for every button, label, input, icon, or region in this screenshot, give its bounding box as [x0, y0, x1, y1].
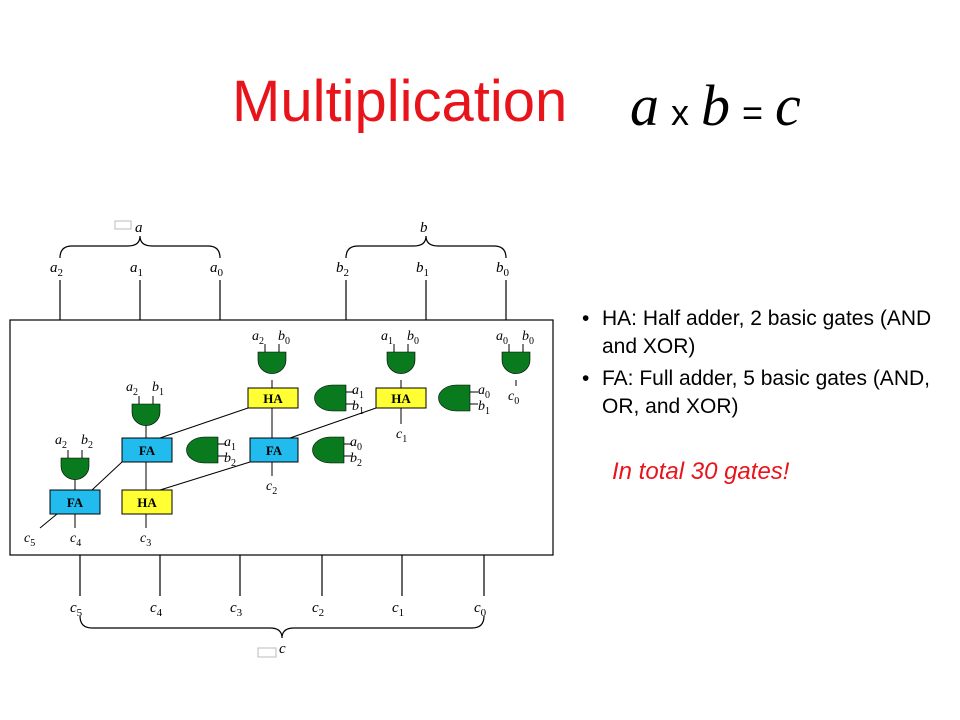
full-adder-3: FA	[49, 489, 101, 515]
and-gate	[131, 396, 161, 426]
and-gate	[438, 384, 478, 412]
input-wires	[59, 280, 507, 320]
output-wires	[79, 555, 485, 596]
full-adder-label: FA	[67, 495, 84, 510]
output-group-c-label: c	[279, 641, 286, 657]
note-half-adder: HA: Half adder, 2 basic gates (AND and X…	[580, 305, 950, 361]
full-adder-box	[249, 437, 299, 463]
half-adder-box	[247, 387, 299, 409]
full-adder-box	[121, 437, 173, 463]
gate-label-b: b0	[407, 329, 419, 347]
side-gate-label-b: b2	[224, 451, 236, 469]
and-gate	[60, 450, 90, 480]
half-adder-1: HA	[247, 387, 299, 409]
gate-label-a: a0	[496, 329, 508, 347]
interconnect-wires	[39, 380, 517, 529]
half-adder-box	[121, 489, 173, 515]
full-adder-label: FA	[266, 443, 283, 458]
gate-label-b: b2	[81, 433, 93, 451]
output-label: c2	[312, 600, 324, 619]
circuit-frame	[9, 319, 554, 556]
note-full-adder: FA: Full adder, 5 basic gates (AND, OR, …	[580, 365, 950, 421]
output-label: c0	[474, 600, 487, 619]
and-gate	[257, 344, 287, 374]
internal-output-label: c2	[266, 479, 277, 497]
half-adder-label: HA	[263, 391, 283, 406]
brace-b	[345, 235, 507, 259]
equation-equals: =	[742, 92, 764, 133]
half-adder-3: HA	[121, 489, 173, 515]
full-adder-1: FA	[121, 437, 173, 463]
input-label-b: b0	[496, 260, 510, 279]
gate-label-a: a2	[126, 380, 138, 398]
full-adder-label: FA	[139, 443, 156, 458]
internal-output-label: c1	[396, 427, 407, 445]
equation-c: c	[775, 73, 801, 138]
input-label-b: b2	[336, 260, 349, 279]
notes-list: HA: Half adder, 2 basic gates (AND and X…	[580, 305, 950, 425]
input-label-b: b1	[416, 260, 429, 279]
equation-a: a	[630, 73, 659, 138]
internal-output-labels: c0 c1 c2 c5 c4 c3	[24, 389, 519, 549]
half-adder-2: HA	[375, 387, 427, 409]
output-label: c5	[70, 600, 83, 619]
input-group-a-label: a	[135, 220, 143, 236]
label-placeholder-box-c	[257, 647, 277, 658]
equation-b: b	[701, 73, 730, 138]
page-title: Multiplication	[232, 69, 568, 134]
output-label: c1	[392, 600, 404, 619]
output-labels: c5 c4 c3 c2 c1 c0	[70, 600, 487, 619]
brace-a	[59, 235, 221, 259]
gate-label-a: a2	[252, 329, 264, 347]
gate-label-b: b1	[152, 380, 164, 398]
internal-output-label: c3	[140, 531, 151, 549]
gate-label-a: a2	[55, 433, 67, 451]
and-gate	[314, 384, 354, 412]
output-label: c4	[150, 600, 163, 619]
and-gate	[186, 436, 226, 464]
gate-label-a: a1	[381, 329, 393, 347]
total-gates-note: In total 30 gates!	[612, 458, 790, 485]
input-group-b-label: b	[420, 220, 428, 236]
internal-output-label: c4	[70, 531, 81, 549]
equation-times: x	[671, 92, 689, 133]
internal-output-label: c5	[24, 531, 35, 549]
half-adder-label: HA	[391, 391, 411, 406]
output-label: c3	[230, 600, 243, 619]
label-placeholder-box-a	[114, 220, 132, 230]
side-gate-label-b: b2	[350, 451, 362, 469]
gate-label-b: b0	[522, 329, 534, 347]
full-adder-box	[49, 489, 101, 515]
gate-label-b: b0	[278, 329, 290, 347]
brace-c	[79, 615, 485, 639]
and-gate	[312, 436, 352, 464]
input-label-a: a0	[210, 260, 224, 279]
input-labels: a2 a1 a0 b2 b1 b0	[50, 260, 510, 279]
half-adder-label: HA	[137, 495, 157, 510]
internal-output-label: c0	[508, 389, 519, 407]
input-label-a: a2	[50, 260, 63, 279]
and-gate	[386, 344, 416, 374]
input-label-a: a1	[130, 260, 143, 279]
full-adder-2: FA	[249, 437, 299, 463]
half-adder-box	[375, 387, 427, 409]
and-gates	[60, 344, 531, 480]
and-gate	[501, 344, 531, 374]
side-gate-label-b: b1	[478, 399, 490, 417]
